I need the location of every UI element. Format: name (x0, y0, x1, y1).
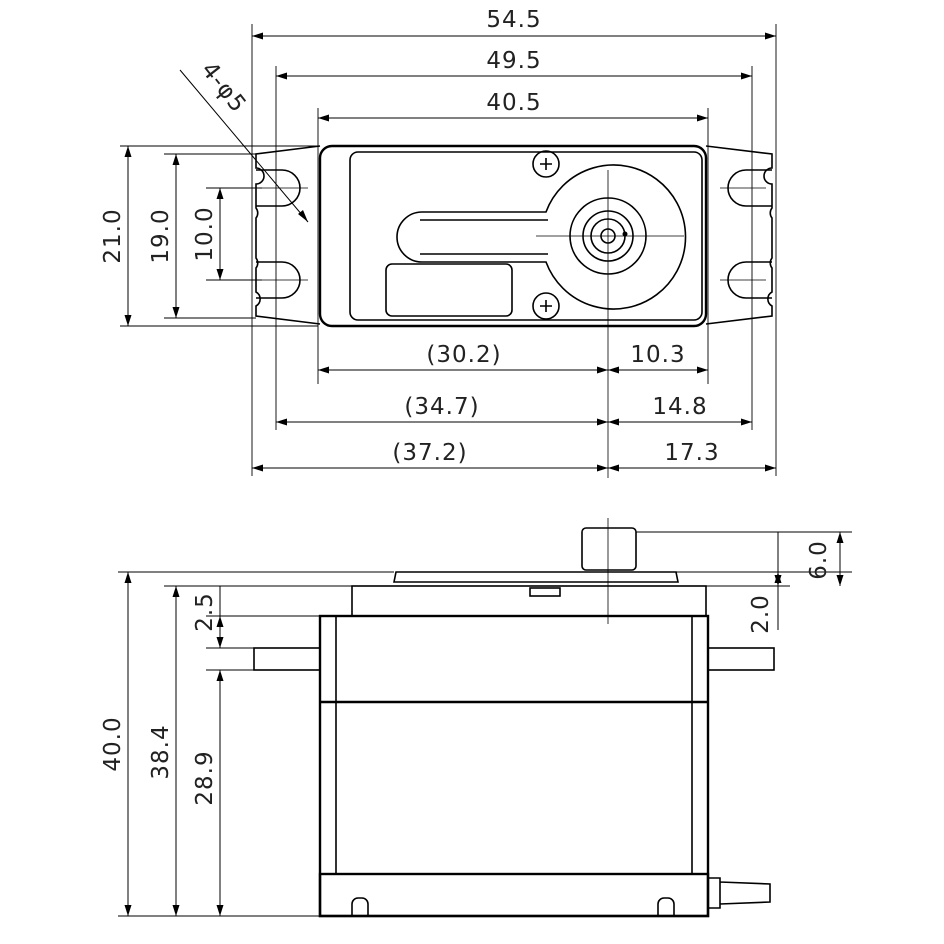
top-view (120, 24, 777, 478)
dimension-arrowhead (318, 114, 329, 122)
dimension-arrowhead (765, 464, 776, 472)
dimension-arrowhead (608, 464, 619, 472)
dimension-arrowhead (597, 418, 608, 426)
gear-housing-outline (396, 164, 687, 310)
label-cap-height: 2.0 (748, 594, 774, 634)
dimension-arrowhead (216, 188, 224, 199)
label-case-width: 40.5 (486, 90, 541, 116)
dimension-arrowhead (318, 366, 329, 374)
side-tab-left (253, 647, 321, 671)
hole-leader-arrowhead (298, 210, 308, 222)
side-bottom-cap (318, 872, 710, 918)
dimension-arrowhead (124, 315, 132, 326)
side-top-cap (393, 571, 679, 583)
label-right-case: 10.3 (630, 342, 685, 368)
label-total-height: 40.0 (100, 716, 126, 771)
dimension-arrowhead (608, 418, 619, 426)
label-overall-width: 54.5 (486, 7, 541, 33)
dimension-arrowhead (836, 575, 844, 586)
dimension-arrowhead (124, 572, 132, 583)
dimension-arrowhead (741, 418, 752, 426)
shaft-dot (622, 231, 628, 237)
dimension-arrowhead (276, 418, 287, 426)
label-left-overall: (37.2) (392, 440, 467, 466)
dimension-arrowhead (697, 114, 708, 122)
label-top-to-tab: 2.5 (192, 592, 218, 632)
dimension-arrowhead (124, 146, 132, 157)
dimension-arrowhead (216, 670, 224, 681)
dimension-arrowhead (608, 366, 619, 374)
dimension-arrowhead (172, 586, 180, 597)
dimension-arrowhead (836, 532, 844, 543)
label-tab-width: 49.5 (486, 48, 541, 74)
label-height-tabs: 19.0 (148, 208, 174, 263)
servo-case-inner (349, 151, 703, 321)
dimension-arrowhead (124, 905, 132, 916)
dimension-arrowhead (172, 905, 180, 916)
dimension-arrowhead (172, 154, 180, 165)
label-left-tabs: (34.7) (404, 394, 479, 420)
side-view (118, 518, 852, 918)
label-hole-spacing: 10.0 (192, 206, 218, 261)
label-recess (385, 263, 513, 317)
dimension-arrowhead (172, 307, 180, 318)
label-right-tabs: 14.8 (652, 394, 707, 420)
label-spline-height: 6.0 (806, 540, 832, 580)
servo-case-outline (318, 144, 708, 328)
label-hole-size: 4-φ5 (196, 57, 251, 118)
side-main-case (318, 614, 710, 918)
dimension-arrowhead (597, 464, 608, 472)
dimension-arrowhead (597, 366, 608, 374)
dimension-arrows (124, 32, 844, 916)
label-left-case: (30.2) (426, 342, 501, 368)
screw-bottom-icon (532, 292, 560, 320)
dimension-arrowhead (252, 32, 263, 40)
dimension-arrowhead (216, 905, 224, 916)
dimension-arrowhead (276, 72, 287, 80)
dimension-arrowhead (765, 32, 776, 40)
dimension-arrowhead (252, 464, 263, 472)
side-tab-right (707, 647, 775, 671)
label-right-overall: 17.3 (664, 440, 719, 466)
dimension-arrowhead (774, 575, 782, 586)
label-height-overall: 21.0 (100, 208, 126, 263)
label-case-height: 38.4 (148, 724, 174, 779)
dimension-arrowhead (216, 616, 224, 627)
side-cable-relief (708, 877, 771, 909)
dimension-arrowhead (697, 366, 708, 374)
dimension-arrowhead (216, 637, 224, 648)
dimension-arrowhead (741, 72, 752, 80)
side-output-spline (581, 527, 637, 571)
dimension-arrowhead (216, 269, 224, 280)
screw-top-icon (532, 150, 560, 178)
label-tab-to-bottom: 28.9 (192, 750, 218, 805)
